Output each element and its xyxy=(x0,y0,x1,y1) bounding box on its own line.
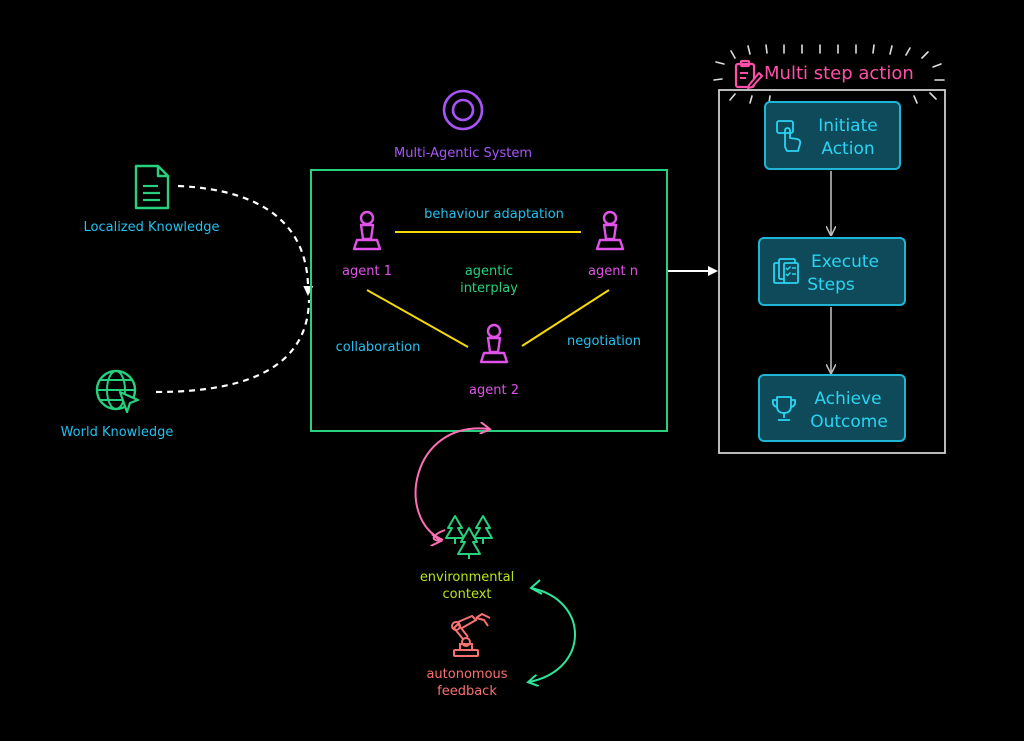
feedback-green-arrow-head-top xyxy=(529,579,543,595)
hand-pointer-icon xyxy=(776,120,802,152)
step-achieve-outcome: Achieve Outcome xyxy=(758,374,906,442)
multi-step-container xyxy=(718,89,946,454)
checklist-icon xyxy=(773,258,799,284)
agentn-pawn-icon xyxy=(595,210,625,251)
feedback-green-arrow xyxy=(529,587,576,682)
environmental-context-line1: environmental xyxy=(419,570,515,585)
trophy-icon xyxy=(771,396,797,421)
step1-line1: Initiate xyxy=(818,116,878,136)
title-sparkle-rays xyxy=(713,44,945,104)
step2-line2: Steps xyxy=(807,275,855,295)
world-knowledge-arrow xyxy=(155,299,311,394)
step3-line2: Outcome xyxy=(810,412,888,432)
environment-feedback-pink-arrow xyxy=(414,428,489,541)
document-icon xyxy=(134,164,170,210)
collaboration-line xyxy=(366,289,469,348)
world-knowledge-label: World Knowledge xyxy=(60,425,174,440)
agent1-label: agent 1 xyxy=(342,264,392,279)
autonomous-feedback-line1: autonomous xyxy=(426,667,508,682)
localized-knowledge-arrow xyxy=(177,184,314,296)
behaviour-adaptation-label: behaviour adaptation xyxy=(424,207,564,222)
robot-arm-icon xyxy=(451,613,491,657)
step2-line1: Execute xyxy=(811,252,879,272)
agentn-label: agent n xyxy=(588,264,638,279)
environment-pink-arrow-tail xyxy=(434,529,446,541)
autonomous-feedback-line2: feedback xyxy=(437,684,497,699)
step1-line2: Action xyxy=(821,139,875,159)
globe-cursor-icon xyxy=(95,369,140,414)
negotiation-label: negotiation xyxy=(566,334,642,349)
agent2-pawn-icon xyxy=(479,323,509,364)
negotiation-line xyxy=(521,289,610,347)
localized-knowledge-label: Localized Knowledge xyxy=(83,220,220,235)
environmental-context-line2: context xyxy=(442,587,492,602)
step-execute-steps: Execute Steps xyxy=(758,237,906,306)
target-circle-icon xyxy=(442,89,484,131)
agentic-interplay-label-line1: agentic xyxy=(464,264,514,279)
step3-line1: Achieve xyxy=(814,389,882,409)
step-initiate-action: Initiate Action xyxy=(764,101,901,170)
agent1-pawn-icon xyxy=(352,210,382,251)
trees-icon xyxy=(445,515,493,559)
collaboration-label: collaboration xyxy=(335,340,421,355)
agent2-label: agent 2 xyxy=(469,383,519,398)
system-title: Multi-Agentic System xyxy=(393,146,533,161)
multi-step-title: Multi step action xyxy=(764,63,914,84)
clipboard-pen-icon xyxy=(734,59,763,89)
agentic-interplay-label-line2: interplay xyxy=(460,281,518,296)
